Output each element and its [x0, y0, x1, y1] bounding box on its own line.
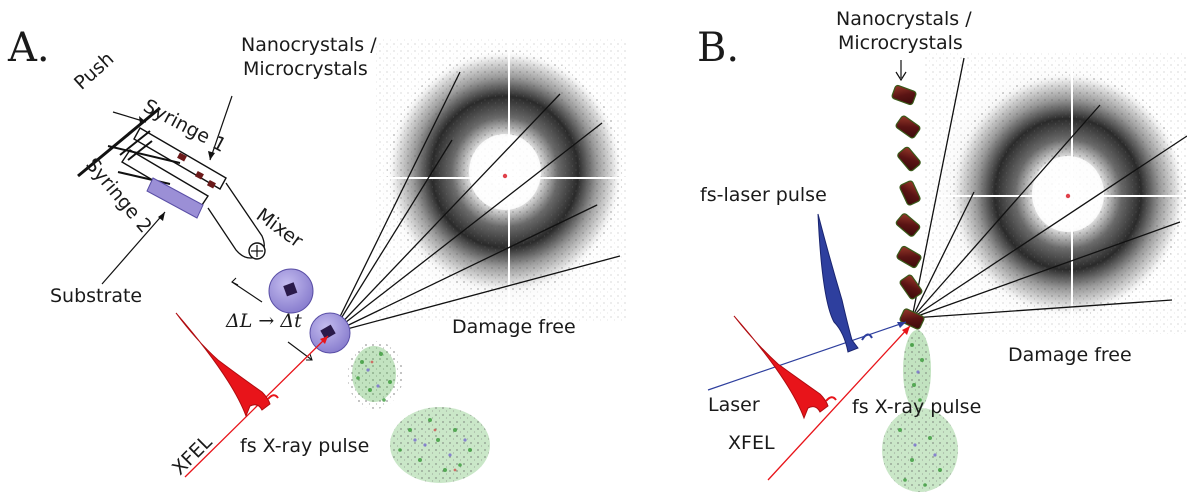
- debris-a: [347, 341, 490, 483]
- plunger-1: [107, 145, 181, 164]
- xfel-pulse-b: [733, 315, 829, 420]
- crystals-label-b-line1: Nanocrystals /: [836, 8, 972, 30]
- panel-b-letter: B.: [697, 25, 740, 71]
- panel-a: [77, 38, 628, 483]
- xfel-label-b: XFEL: [728, 432, 775, 454]
- plunger-2: [117, 171, 171, 185]
- diffraction-pattern-a: [376, 38, 628, 322]
- crystals-label-b-line2: Microcrystals: [838, 32, 963, 54]
- xfel-pulse-a: [175, 312, 271, 418]
- xfel-beam-a: [184, 335, 329, 478]
- debris-b: [882, 330, 958, 492]
- laser-pulse-label: fs-laser pulse: [700, 184, 827, 206]
- crystal-stream: [891, 60, 925, 330]
- xfel-beam-b: [767, 325, 911, 481]
- droplet-1: [268, 268, 314, 314]
- substrate-label: Substrate: [50, 285, 143, 307]
- push-plate: [77, 106, 161, 178]
- pulse-label-b: fs X-ray pulse: [852, 396, 982, 418]
- pulse-label-a: fs X-ray pulse: [240, 435, 370, 457]
- delay-arrow: →: [258, 310, 275, 332]
- laser-label: Laser: [708, 394, 760, 416]
- laser-beam: [707, 321, 907, 391]
- laser-pulse: [817, 213, 859, 353]
- panel-b: [707, 52, 1187, 492]
- diffraction-pattern-b: [925, 52, 1187, 334]
- damage-free-label-b: Damage free: [1008, 344, 1132, 366]
- scatter-rays-b: [911, 57, 1187, 319]
- scatter-rays-a: [331, 71, 621, 334]
- damage-free-label-a: Damage free: [452, 316, 576, 338]
- substrate-block: [146, 177, 204, 219]
- delta-l: ΔL: [226, 310, 253, 332]
- crystals-label-a-line1: Nanocrystals /: [241, 34, 377, 56]
- delta-t: Δt: [280, 310, 302, 332]
- syringe-assembly: [77, 106, 266, 260]
- crystals-label-a-line2: Microcrystals: [243, 58, 368, 80]
- syringe-1-body: [133, 127, 227, 190]
- panel-a-letter: A.: [8, 25, 50, 71]
- delay-label: ΔL → Δt: [226, 310, 302, 332]
